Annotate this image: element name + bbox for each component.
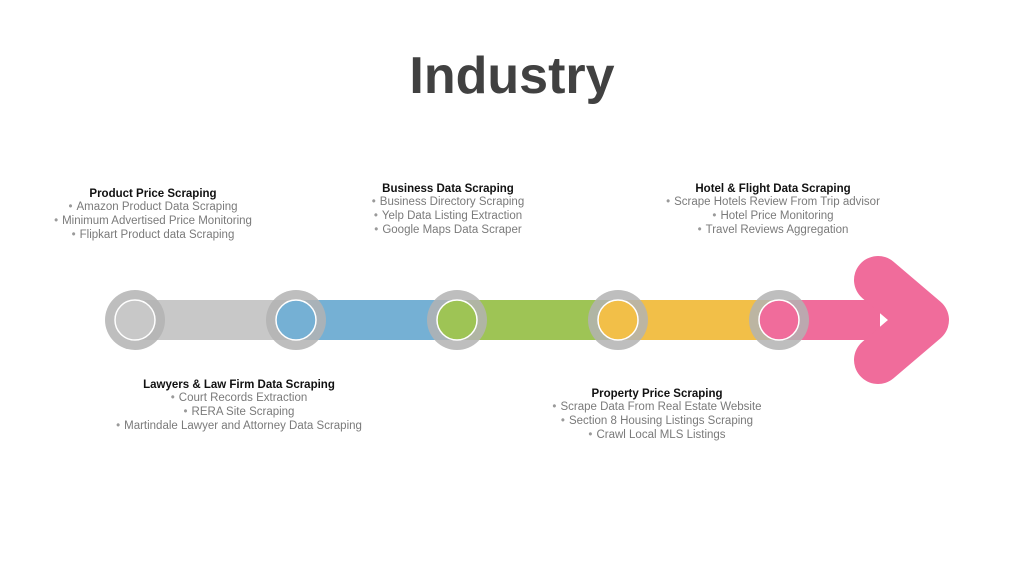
- block-list: •Scrape Data From Real Estate Website •S…: [507, 401, 807, 442]
- block-heading: Hotel & Flight Data Scraping: [695, 183, 851, 195]
- list-item: •Travel Reviews Aggregation: [697, 223, 849, 236]
- list-item: •Flipkart Product data Scraping: [71, 228, 235, 241]
- list-item: •Scrape Data From Real Estate Website: [552, 401, 762, 413]
- list-item: •Court Records Extraction: [170, 392, 308, 404]
- list-item: •RERA Site Scraping: [183, 405, 295, 418]
- block-heading: Property Price Scraping: [591, 388, 723, 400]
- arrow-head: [854, 256, 949, 384]
- block-list: •Scrape Hotels Review From Trip advisor …: [623, 196, 923, 237]
- block-heading: Business Data Scraping: [382, 183, 514, 195]
- industry-block-business-data: Business Data Scraping •Business Directo…: [298, 182, 598, 237]
- industry-block-property-price: Property Price Scraping •Scrape Data Fro…: [507, 387, 807, 442]
- page-title: Industry: [409, 47, 615, 105]
- list-item: •Scrape Hotels Review From Trip advisor: [666, 196, 880, 208]
- list-item: •Hotel Price Monitoring: [712, 209, 834, 222]
- block-list: •Business Directory Scraping •Yelp Data …: [298, 196, 598, 237]
- list-item: •Business Directory Scraping: [371, 196, 525, 208]
- industry-block-product-price: Product Price Scraping •Amazon Product D…: [3, 187, 303, 242]
- milestone-node-3: [427, 290, 487, 350]
- list-item: •Yelp Data Listing Extraction: [373, 209, 523, 222]
- milestone-node-5: [749, 290, 809, 350]
- block-list: •Amazon Product Data Scraping •Minimum A…: [3, 201, 303, 242]
- milestone-node-2: [266, 290, 326, 350]
- list-item: •Google Maps Data Scraper: [374, 223, 522, 236]
- milestone-node-1: [105, 290, 165, 350]
- block-heading: Product Price Scraping: [89, 188, 217, 200]
- block-heading: Lawyers & Law Firm Data Scraping: [143, 379, 335, 391]
- list-item: •Amazon Product Data Scraping: [68, 201, 238, 213]
- milestone-node-4: [588, 290, 648, 350]
- list-item: •Section 8 Housing Listings Scraping: [560, 414, 754, 427]
- list-item: •Crawl Local MLS Listings: [588, 428, 726, 441]
- list-item: •Martindale Lawyer and Attorney Data Scr…: [116, 419, 362, 432]
- block-list: •Court Records Extraction •RERA Site Scr…: [89, 392, 389, 433]
- industry-block-lawyers: Lawyers & Law Firm Data Scraping •Court …: [89, 378, 389, 433]
- list-item: •Minimum Advertised Price Monitoring: [54, 214, 252, 227]
- industry-block-hotel-flight: Hotel & Flight Data Scraping •Scrape Hot…: [623, 182, 923, 237]
